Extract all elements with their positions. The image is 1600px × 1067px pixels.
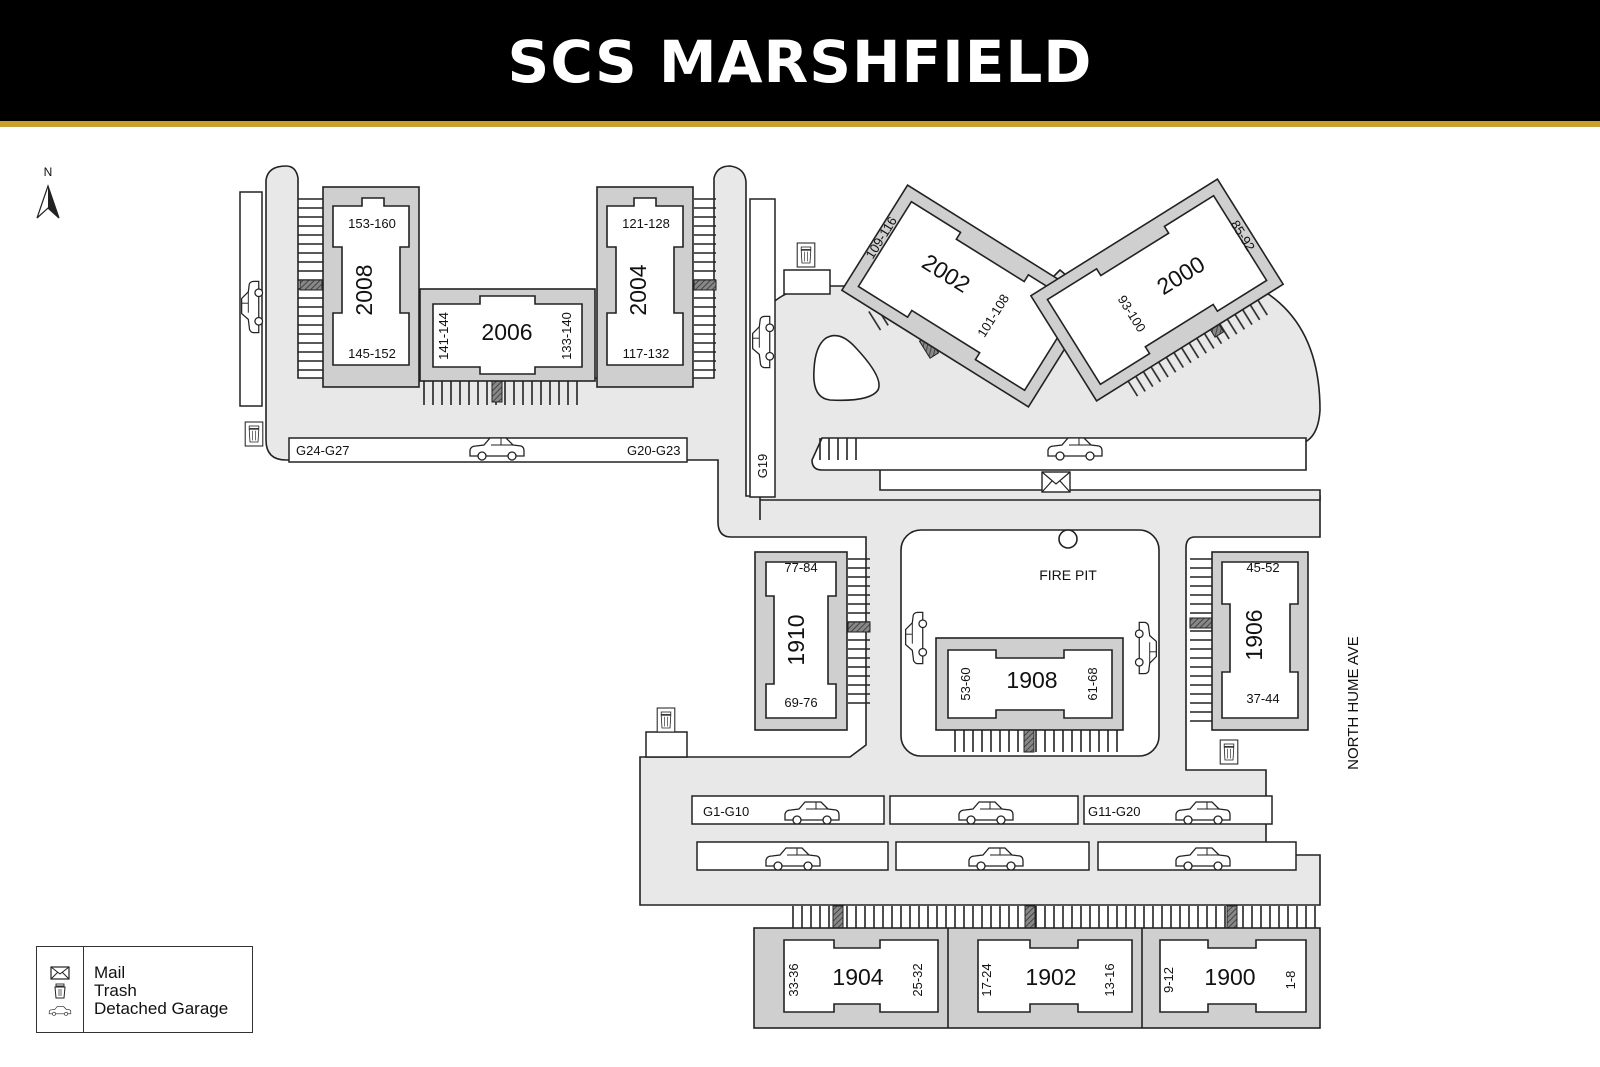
building-1904 <box>783 939 939 1013</box>
trash-icon <box>656 707 676 733</box>
building-2002 <box>840 184 1096 408</box>
building-2000 <box>1029 178 1285 402</box>
units-69-76: 69-76 <box>784 695 817 710</box>
building-2004 <box>596 186 694 388</box>
building-1906 <box>1211 551 1309 731</box>
units-121-128: 121-128 <box>622 216 670 231</box>
north-arrow-icon: N <box>36 165 60 219</box>
buildings <box>322 178 1321 1029</box>
building-1902 <box>977 939 1133 1013</box>
building-2006 <box>419 288 596 382</box>
fire-pit-circle <box>1058 529 1078 549</box>
building-1900 <box>1159 939 1307 1013</box>
title-banner: SCS MARSHFIELD <box>0 0 1600 121</box>
units-33-36: 33-36 <box>786 963 801 996</box>
garage-label-g19: G19 <box>755 454 770 479</box>
trash-icon <box>1219 739 1239 765</box>
units-25-32: 25-32 <box>910 963 925 996</box>
legend-trash-label: Trash <box>94 981 137 1000</box>
traffic-island <box>813 334 880 402</box>
north-label: N <box>44 165 53 179</box>
units-61-68: 61-68 <box>1085 667 1100 700</box>
units-17-24: 17-24 <box>979 963 994 996</box>
trash-shelter-north <box>783 269 831 295</box>
building-1910 <box>754 551 848 731</box>
legend-garage-label: Detached Garage <box>94 999 229 1018</box>
garage-g11-g20-block <box>1083 795 1273 825</box>
garage-labels: G24-G27 G20-G23 G19 G1-G10 G11-G20 FIRE … <box>296 443 1362 819</box>
garage-label-g20-g23: G20-G23 <box>627 443 680 458</box>
building-1908 <box>935 637 1124 731</box>
trash-icon <box>54 983 66 999</box>
gold-rule <box>0 121 1600 127</box>
garage-label-g11-g20: G11-G20 <box>1088 804 1141 819</box>
fire-pit-label: FIRE PIT <box>1039 567 1097 583</box>
mail-icon <box>50 966 70 980</box>
street-label: NORTH HUME AVE <box>1345 636 1362 770</box>
units-13-16: 13-16 <box>1102 963 1117 996</box>
units-117-132: 117-132 <box>623 346 670 361</box>
mail-icon <box>1041 471 1071 493</box>
garage-label-g24-g27: G24-G27 <box>296 443 349 458</box>
building-1900-label: 1900 <box>1204 964 1255 990</box>
legend-icon-column <box>37 947 84 1032</box>
building-2008 <box>322 186 420 388</box>
units-53-60: 53-60 <box>958 667 973 700</box>
units-1-8: 1-8 <box>1283 971 1298 990</box>
units-141-144: 141-144 <box>436 312 451 360</box>
units-133-140: 133-140 <box>559 312 574 360</box>
building-1902-label: 1902 <box>1025 964 1076 990</box>
building-2008-label: 2008 <box>351 264 377 315</box>
garage-label-g1-g10: G1-G10 <box>703 804 749 819</box>
building-2006-label: 2006 <box>481 319 532 345</box>
car-icon <box>48 1006 72 1016</box>
units-45-52: 45-52 <box>1246 560 1279 575</box>
units-153-160: 153-160 <box>348 216 396 231</box>
trash-icon <box>244 421 264 447</box>
building-2004-label: 2004 <box>625 264 651 315</box>
units-37-44: 37-44 <box>1246 691 1279 706</box>
units-9-12: 9-12 <box>1161 967 1176 993</box>
trash-icon <box>796 242 816 268</box>
units-145-152: 145-152 <box>348 346 396 361</box>
building-1908-label: 1908 <box>1006 667 1057 693</box>
map-legend: Mail Trash Detached Garage <box>36 946 253 1033</box>
legend-mail-label: Mail <box>94 963 126 982</box>
building-1906-label: 1906 <box>1241 609 1267 660</box>
units-77-84: 77-84 <box>784 560 817 575</box>
trash-shelter-block <box>645 731 688 758</box>
building-1904-label: 1904 <box>832 964 883 990</box>
page-title: SCS MARSHFIELD <box>507 28 1093 96</box>
building-1910-label: 1910 <box>783 614 809 665</box>
